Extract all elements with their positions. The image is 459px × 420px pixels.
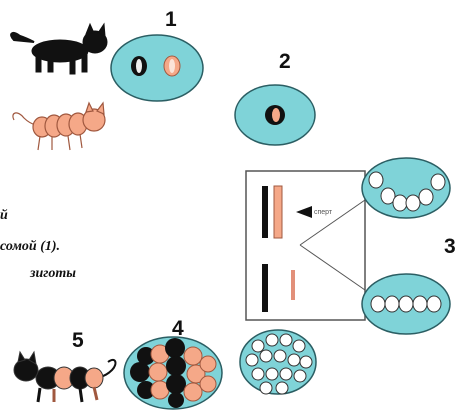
black-cat: [10, 22, 108, 75]
zygote-cell-1: [110, 34, 204, 102]
orange-cat: [12, 101, 106, 151]
embryo-cluster: [239, 329, 317, 395]
caption-fragment-3: зиготы: [30, 266, 77, 281]
step-number-1: 1: [165, 8, 177, 31]
step-number-2: 2: [279, 50, 291, 73]
caption-fragment-2: сомой (1).: [0, 239, 61, 254]
cell-3-bottom: [361, 273, 451, 335]
chromosome-frame: [245, 170, 366, 321]
tortoiseshell-cat: [13, 350, 117, 403]
mosaic-cell-4: [123, 336, 223, 410]
step-number-3: 3: [444, 235, 456, 258]
cell-3-top: [361, 157, 451, 219]
step-number-4: 4: [172, 317, 184, 340]
cell-2: [234, 84, 316, 146]
step-number-5: 5: [72, 329, 84, 352]
chromosome-label: сперт: [314, 209, 333, 216]
caption-fragment-1: й: [0, 208, 8, 223]
